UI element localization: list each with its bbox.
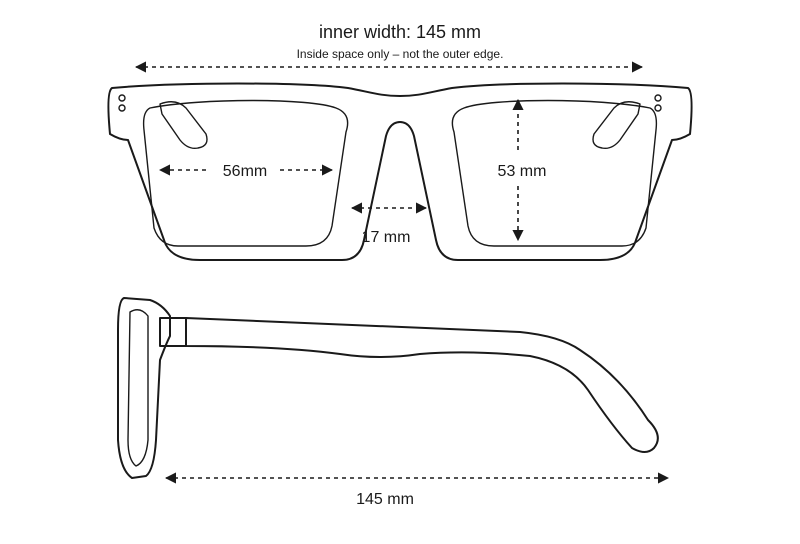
left-lens-outline bbox=[142, 99, 349, 247]
lens-height-label: 53 mm bbox=[498, 163, 547, 180]
right-lens-outline bbox=[451, 99, 658, 247]
frame-side-view bbox=[117, 297, 659, 479]
left-temple-hinge bbox=[159, 101, 208, 150]
right-temple-hinge bbox=[592, 101, 641, 150]
diagram-subtitle: Inside space only – not the outer edge. bbox=[297, 47, 504, 61]
left-rivet-top bbox=[118, 94, 126, 102]
bridge-width-label: 17 mm bbox=[362, 229, 411, 246]
frame-front-view bbox=[107, 82, 693, 261]
right-rivet-bottom bbox=[654, 104, 662, 112]
lens-width-label: 56mm bbox=[223, 163, 267, 180]
diagram-title: inner width: 145 mm bbox=[319, 22, 481, 42]
left-rivet-bottom bbox=[118, 104, 126, 112]
rim-inner-profile bbox=[127, 309, 149, 467]
temple-arm bbox=[185, 317, 659, 453]
right-rivet-top bbox=[654, 94, 662, 102]
rim-side-profile bbox=[117, 297, 171, 479]
temple-length-label: 145 mm bbox=[356, 491, 414, 508]
hinge-block bbox=[159, 317, 187, 347]
frame-outer-outline bbox=[107, 82, 693, 261]
